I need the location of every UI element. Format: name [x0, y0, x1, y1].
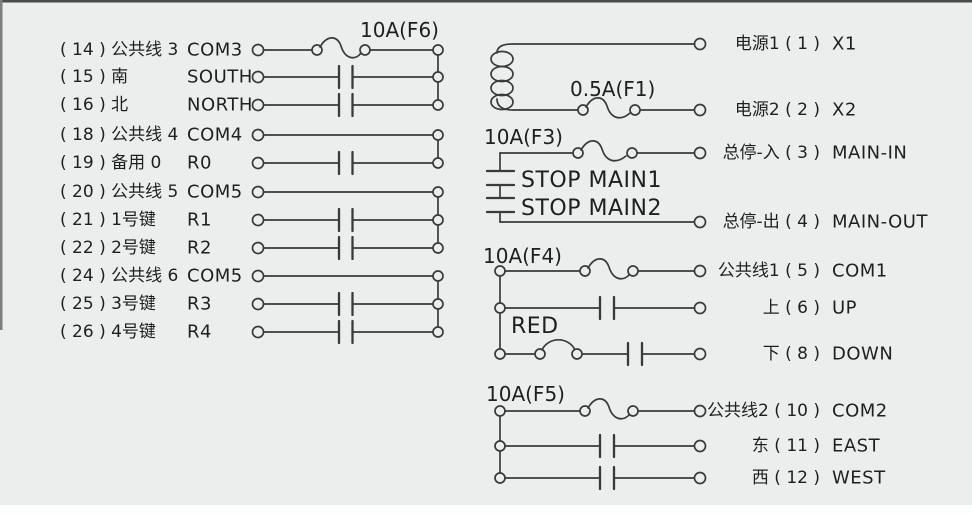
- fuse-f6-symbol: [319, 37, 362, 59]
- left-row-18-label-cn: ( 18 ) 公共线 4: [60, 125, 178, 145]
- terminal-down: [693, 347, 707, 361]
- red-link-arc: [541, 338, 576, 351]
- left-row-22-label-cn: ( 22 ) 2号键: [60, 238, 156, 258]
- terminal-x2: [693, 103, 707, 117]
- row-com4-wire: [251, 128, 444, 142]
- com2-block: [494, 398, 707, 491]
- terminal-10-code: COM2: [832, 401, 888, 422]
- terminal-main-out: [693, 215, 707, 229]
- left-row-15-code: SOUTH: [187, 67, 253, 88]
- row-north-contact: [251, 92, 444, 118]
- left-row-16-label-cn: ( 16 ) 北: [60, 95, 128, 115]
- photo-edge-top: [0, 0, 972, 3]
- left-row-24-label-cn: ( 24 ) 公共线 6: [60, 266, 178, 286]
- fuse-f3-label: 10A(F3): [484, 125, 563, 149]
- terminal-2-code: X2: [832, 100, 857, 121]
- left-row-24-code: COM5: [187, 266, 243, 287]
- terminal-4-label-cn: 总停-出 ( 4 ): [723, 212, 820, 232]
- terminal-2-label-cn: 电源2 ( 2 ): [735, 100, 820, 120]
- left-row-26-code: R4: [187, 322, 212, 343]
- fuse-f1-symbol: [577, 97, 641, 119]
- right-labels: 电源1 ( 1 ) 电源2 ( 2 ) 总停-入 ( 3 ) 总停-出 ( 4 …: [707, 34, 928, 489]
- photo-edge-left: [0, 0, 3, 330]
- left-row-16-code: NORTH: [187, 95, 253, 116]
- terminal-up: [693, 301, 707, 315]
- fuse-f5-label: 10A(F5): [486, 382, 565, 406]
- fuse-f4-label: 10A(F4): [483, 244, 562, 268]
- terminal-com2: [693, 404, 707, 418]
- annotation-labels: STOP MAIN1 STOP MAIN2 RED: [511, 168, 662, 339]
- fuse-labels: 10A(F6) 0.5A(F1) 10A(F3) 10A(F4) 10A(F5): [360, 18, 655, 406]
- terminal-10-label-cn: 公共线2 ( 10 ): [707, 401, 820, 421]
- row-r3-contact: [251, 291, 444, 317]
- fuse-f4-symbol: [579, 258, 639, 280]
- left-row-26-label-cn: ( 26 ) 4号键: [60, 322, 156, 342]
- com1-block: [494, 258, 707, 367]
- terminal-com1: [693, 264, 707, 278]
- left-row-15-label-cn: ( 15 ) 南: [60, 67, 128, 87]
- terminal-8-label-cn: 下 ( 8 ): [763, 344, 820, 364]
- terminal-4-code: MAIN-OUT: [832, 212, 928, 233]
- left-row-20-code: COM5: [187, 182, 243, 203]
- terminal-6-code: UP: [832, 298, 857, 319]
- row-r1-contact: [251, 207, 444, 233]
- left-row-20-label-cn: ( 20 ) 公共线 5: [60, 182, 178, 202]
- left-row-25-label-cn: ( 25 ) 3号键: [60, 294, 156, 314]
- left-row-22-code: R2: [187, 238, 212, 259]
- terminal-3-label-cn: 总停-入 ( 3 ): [723, 143, 820, 163]
- west-contact-row: [504, 465, 707, 491]
- left-row-14-code: COM3: [187, 40, 243, 61]
- main-stop-block: [485, 140, 707, 229]
- terminal-11-label-cn: 东 ( 11 ): [752, 436, 820, 456]
- east-contact-row: [504, 433, 707, 459]
- fuse-f3-symbol: [572, 140, 638, 162]
- terminal-11-code: EAST: [832, 436, 881, 457]
- terminal-main-in: [693, 146, 707, 160]
- terminal-5-code: COM1: [832, 261, 888, 282]
- terminal-5-label-cn: 公共线1 ( 5 ): [718, 261, 820, 281]
- x1-wire: [496, 43, 695, 54]
- fuse-f6-label: 10A(F6): [360, 18, 439, 42]
- row-com6-wire: [251, 269, 444, 283]
- row-south-contact: [251, 64, 444, 90]
- terminal-x1: [693, 37, 707, 51]
- row-com3-fuse: [251, 37, 444, 59]
- bottom-margin: [0, 505, 972, 513]
- fuse-f1-label: 0.5A(F1): [570, 77, 655, 101]
- terminal-east: [693, 439, 707, 453]
- terminal-1-code: X1: [832, 34, 857, 55]
- fuse-f5-symbol: [579, 398, 639, 420]
- terminal-12-label-cn: 西 ( 12 ): [752, 468, 820, 488]
- left-terminal-block: [251, 37, 444, 345]
- terminal-3-code: MAIN-IN: [832, 143, 907, 164]
- x2-wire: [496, 98, 579, 111]
- terminal-8-code: DOWN: [832, 344, 893, 365]
- left-row-21-label-cn: ( 21 ) 1号键: [60, 210, 156, 230]
- row-com5-wire: [251, 185, 444, 199]
- stop-main2-label: STOP MAIN2: [521, 196, 662, 221]
- row-r0-contact: [251, 150, 444, 176]
- down-contact-row: [504, 338, 707, 367]
- left-row-21-code: R1: [187, 210, 212, 231]
- row-r2-contact: [251, 235, 444, 261]
- left-row-19-label-cn: ( 19 ) 备用 0: [60, 153, 161, 173]
- terminal-west: [693, 471, 707, 485]
- terminal-6-label-cn: 上 ( 6 ): [763, 298, 820, 318]
- power-block: [490, 37, 707, 119]
- coil-symbol: [490, 50, 514, 111]
- left-labels: ( 14 ) 公共线 3 ( 15 ) 南 ( 16 ) 北 ( 18 ) 公共…: [60, 40, 253, 343]
- left-row-18-code: COM4: [187, 125, 243, 146]
- left-row-14-label-cn: ( 14 ) 公共线 3: [60, 40, 178, 60]
- stop-main1-label: STOP MAIN1: [521, 168, 662, 193]
- up-contact-row: [504, 295, 707, 321]
- row-r4-contact: [251, 319, 444, 345]
- left-row-25-code: R3: [187, 294, 212, 315]
- red-label: RED: [511, 314, 559, 339]
- left-row-19-code: R0: [187, 153, 212, 174]
- terminal-1-label-cn: 电源1 ( 1 ): [735, 34, 820, 54]
- terminal-12-code: WEST: [832, 468, 886, 489]
